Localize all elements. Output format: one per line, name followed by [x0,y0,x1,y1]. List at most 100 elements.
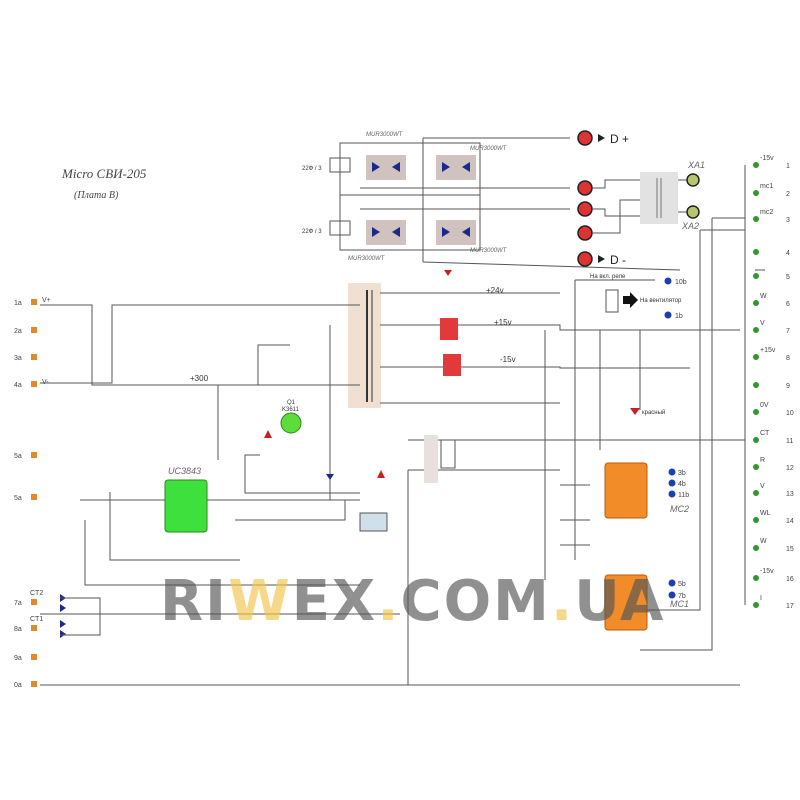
right-pin[interactable] [753,216,759,222]
right-pin-number: 12 [786,465,794,472]
right-pin[interactable] [753,490,759,496]
regulator-7915 [443,354,461,376]
right-pin-number: 6 [786,301,790,308]
pin-label: 3b [678,470,686,477]
right-pin-label: WL [760,510,771,517]
left-pin[interactable] [31,354,37,360]
right-pin[interactable] [753,273,759,279]
xa2-label: XA2 [681,221,699,231]
fan-connector[interactable] [605,289,619,313]
right-pin[interactable] [753,327,759,333]
left-pin-label: V+ [42,297,51,304]
current-transformer [640,172,678,224]
terminal-xa1[interactable] [686,173,700,187]
left-pin[interactable] [31,494,37,500]
right-pin[interactable] [753,249,759,255]
right-pin[interactable] [753,464,759,470]
right-pin[interactable] [753,162,759,168]
pin-11b[interactable] [668,490,676,498]
right-pin[interactable] [753,300,759,306]
diode-module-label: MUR3000WT [470,248,508,254]
relay-note: На вкл. реле [590,274,626,280]
pin-5b[interactable] [668,579,676,587]
right-pin[interactable] [753,602,759,608]
left-pin-number: 3a [14,355,22,362]
left-pin-label: V- [42,379,49,386]
pin-7b[interactable] [668,591,676,599]
diode-icon [326,474,334,480]
terminal-d-minus[interactable] [577,251,593,267]
connector[interactable] [440,439,456,469]
right-pin-number: 14 [786,518,794,525]
right-pin-label: mc1 [760,183,773,190]
diode-module-label: MUR3000WT [348,256,386,262]
subtitle: (Плата В) [74,190,119,201]
left-pin-number: 8a [14,626,22,633]
pin-10b[interactable] [664,277,672,285]
mosfet-part-label: K3611 [282,407,300,413]
pin-3b[interactable] [668,468,676,476]
left-pin[interactable] [31,299,37,305]
terminal-d-plus[interactable] [577,130,593,146]
diode-module-label: MUR3000WT [366,132,404,138]
right-pin-label: V [760,483,765,490]
right-pin[interactable] [753,545,759,551]
left-pin[interactable] [31,625,37,631]
right-pin[interactable] [753,354,759,360]
watermark: RIWEX.COM.UA [160,569,665,634]
right-pin-number: 9 [786,383,790,390]
zener-icon [264,430,272,438]
right-pin[interactable] [753,190,759,196]
rectifier-section: MUR3000WT MUR3000WT MUR3000WT MUR3000WT … [302,132,681,276]
led-icon [630,408,640,415]
pin-1b[interactable] [664,311,672,319]
rail-plus15-label: +15v [494,318,512,327]
right-pin-label: mc2 [760,209,773,216]
left-pin-label: CT1 [30,616,43,623]
right-pin[interactable] [753,409,759,415]
terminal-xa2[interactable] [686,205,700,219]
pin-label: 11b [678,492,689,499]
terminal[interactable] [577,225,593,241]
right-pin-number: 13 [786,491,794,498]
fan-note: На вентилятор [640,298,682,304]
right-pin-number: 8 [786,355,790,362]
left-pin[interactable] [31,327,37,333]
left-pin[interactable] [31,654,37,660]
xa1-label: XA1 [687,160,705,170]
right-pin[interactable] [753,575,759,581]
diode-module-label: MUR3000WT [470,146,508,152]
left-pin[interactable] [31,381,37,387]
regulator-7815 [440,318,458,340]
right-pin[interactable] [753,437,759,443]
right-pin-label: +15v [760,347,776,354]
left-pin[interactable] [31,599,37,605]
right-pin-number: 2 [786,191,790,198]
right-pin[interactable] [753,382,759,388]
connector-block [424,435,438,483]
wires [40,165,765,686]
d-plus-label: D + [610,132,629,146]
terminal[interactable] [577,201,593,217]
right-pin-number: 1 [786,163,790,170]
right-pin-label: I [760,595,762,602]
mosfet-label: Q1 [287,400,296,406]
ic-mc1 [604,574,648,631]
left-pin[interactable] [31,452,37,458]
left-pin-number: 9a [14,655,22,662]
right-pin[interactable] [753,517,759,523]
ic-uc3843 [164,479,208,533]
terminal[interactable] [577,180,593,196]
right-pin-number: 10 [786,410,794,417]
left-pin-label: CT2 [30,590,43,597]
optocoupler [359,512,388,532]
left-pin[interactable] [31,681,37,687]
right-pin-number: 7 [786,328,790,335]
right-pin-label: W [760,538,767,545]
snubber-label: 22Ф / 3 [302,166,322,172]
pin-4b[interactable] [668,479,676,487]
pin-label: 4b [678,481,686,488]
right-pin-label: V [760,320,765,327]
